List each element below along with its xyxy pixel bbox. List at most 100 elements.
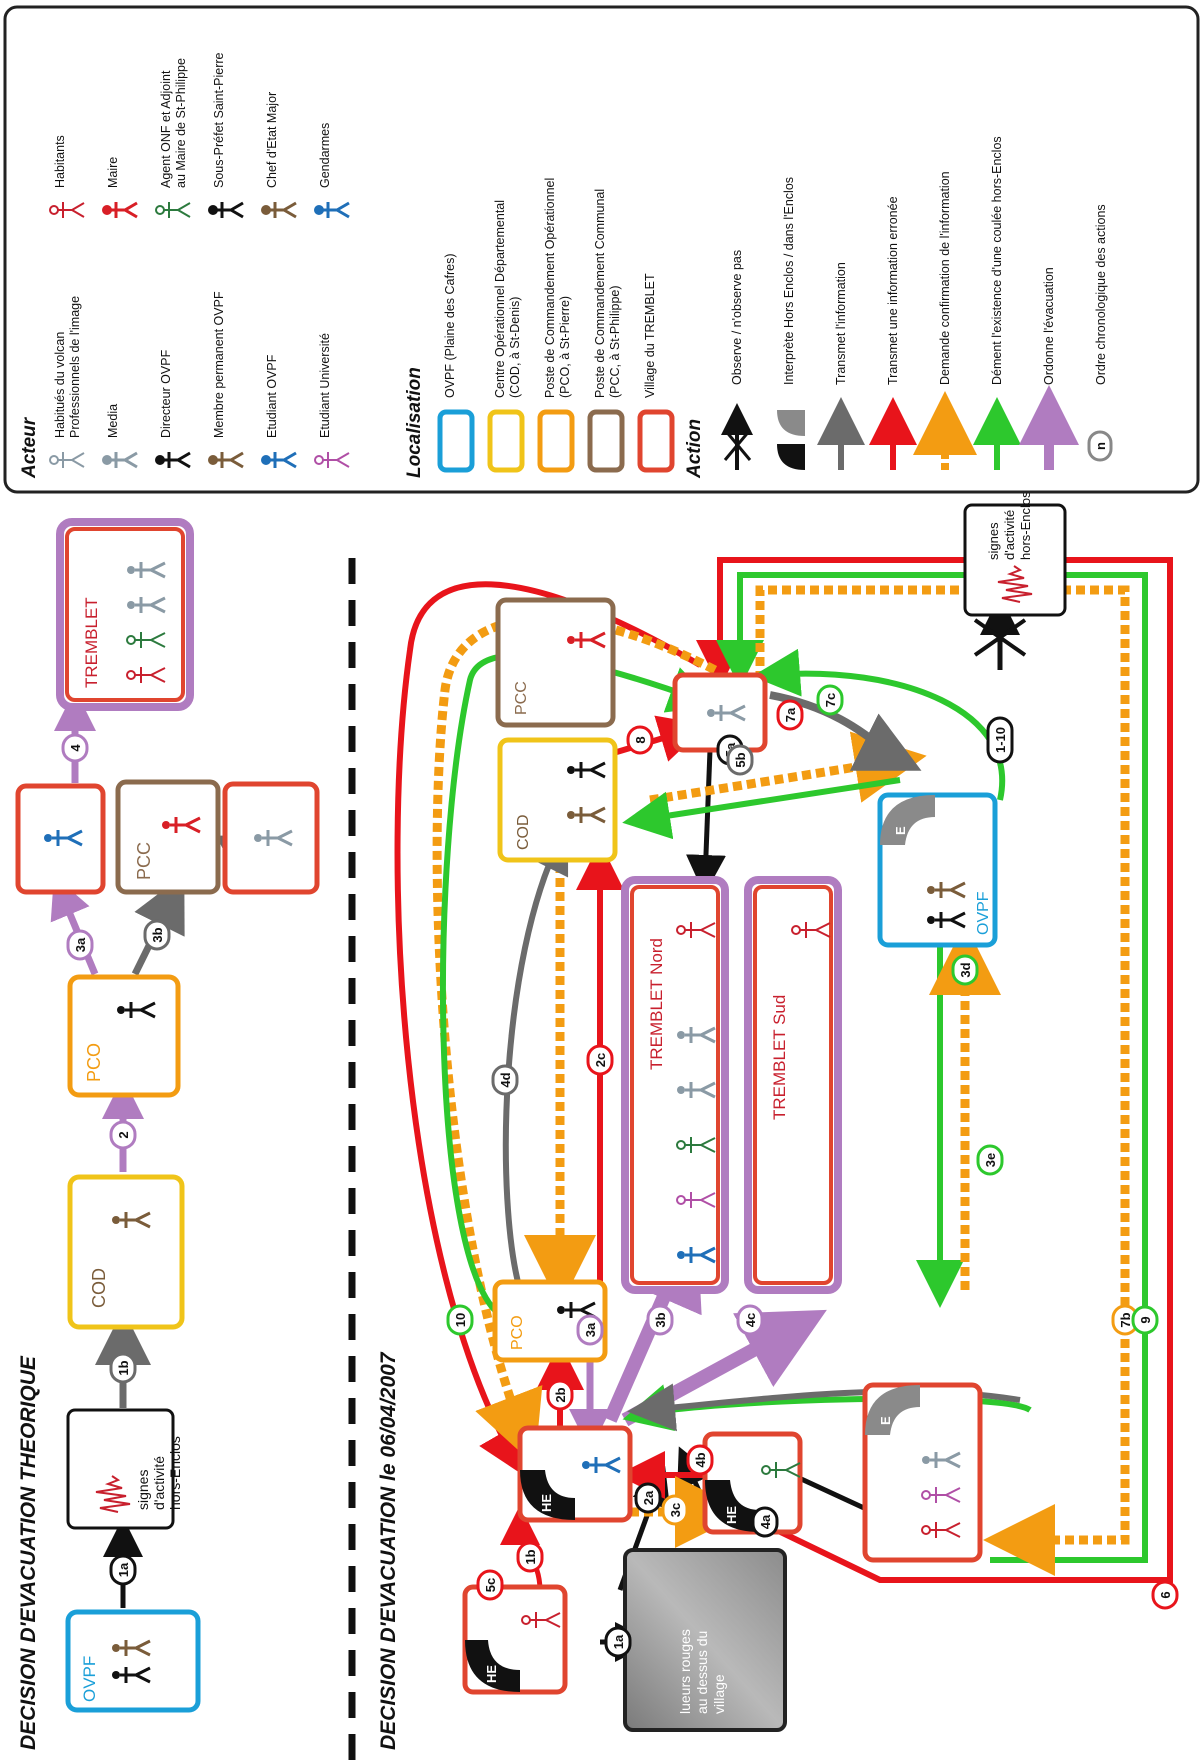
step-badge-label: 9	[1138, 1316, 1153, 1323]
figure-media-icon	[254, 829, 293, 847]
lueurs-box: lueurs rouges au dessus du village	[623, 1548, 787, 1732]
cod-box-theorique: COD	[67, 1174, 185, 1330]
legend-acteur-label: Maire	[106, 157, 120, 188]
pcc-label: PCC	[513, 681, 530, 715]
step-badge-label: 4b	[693, 1452, 708, 1467]
step-badge-label: 4d	[498, 1072, 513, 1087]
legend-location-swatch	[487, 409, 525, 473]
legend-action-label: Transmet une information erronée	[886, 196, 900, 385]
step-badge: 4c	[736, 1304, 764, 1336]
ovpf-box-reel: E OVPF	[877, 792, 998, 948]
legend-action-label: Ordonne l'évacuation	[1042, 267, 1056, 385]
step-badge-label: 3b	[150, 927, 165, 942]
figure-maire-icon	[162, 816, 201, 834]
actor-figure-icon	[102, 201, 138, 219]
figure-prefet-icon	[117, 1001, 156, 1019]
cod-label: COD	[89, 1268, 109, 1308]
legend-localisation-heading: Localisation	[404, 367, 425, 478]
step-badge: 4	[61, 733, 89, 763]
legend-acteur-heading: Acteur	[19, 416, 40, 479]
figure-student-icon	[676, 1192, 716, 1208]
figure-prefet-icon	[557, 1301, 596, 1319]
step-badge-label: 1-10	[993, 727, 1008, 753]
actor-figure-icon	[261, 451, 297, 469]
legend-location-label-2: (PCO, à St-Pierre)	[558, 296, 572, 398]
step-badge: 3a	[576, 1314, 604, 1346]
crossed-eye-icon	[723, 429, 752, 461]
step-badge: 9	[1131, 1305, 1159, 1335]
seismograph-icon	[997, 565, 1033, 603]
legend-panel: Acteur Localisation Action	[3, 5, 1200, 494]
signes-line-2: d'activité	[1002, 510, 1017, 560]
signes-line-1: signes	[986, 522, 1001, 560]
legend-acteur-label: Etudiant OVPF	[265, 354, 279, 438]
gendarmes-he-box: HE	[517, 1425, 633, 1523]
legend-acteur-label: Directeur OVPF	[159, 349, 173, 438]
legend-acteur-label: Gendarmes	[318, 123, 332, 188]
he-label: HE	[484, 1665, 499, 1683]
step-badge-label: 2a	[641, 1490, 656, 1505]
figure-media-icon	[707, 704, 746, 722]
legend-acteur-label-2: Professionnels de l'image	[68, 296, 82, 438]
step-badge-label: 3a	[73, 937, 88, 952]
step-badge-label: 1a	[116, 1562, 131, 1577]
step-badge: 3b	[646, 1304, 674, 1336]
media-box-theorique	[222, 781, 320, 895]
ovpf-label: OVPF	[80, 1656, 99, 1702]
legend-action-heading: Action	[684, 419, 705, 479]
habitants-e-box: E	[862, 1382, 983, 1563]
step-badge: 8	[626, 725, 654, 755]
figure-habitant-icon	[921, 1522, 961, 1538]
title-reel: DECISION D'EVACUATION le 06/04/2007	[377, 1351, 400, 1750]
onf-he-box: HE	[702, 1431, 803, 1535]
habitant-he-box: HE	[462, 1584, 568, 1695]
ovpf-label: OVPF	[975, 891, 992, 935]
legend-action-symbol	[777, 410, 805, 470]
figure-habitant-icon	[676, 922, 716, 938]
actor-figure-icon	[208, 451, 244, 469]
legend-acteur-label: Chef d'Etat Major	[265, 92, 279, 188]
crossed-eye-icon	[973, 618, 1027, 657]
step-badge: 7c	[816, 684, 844, 716]
actor-figure-icon	[155, 202, 191, 218]
step-badge: 1a	[604, 1626, 632, 1658]
legend-location-label: Centre Opérationnel Départemental	[493, 200, 507, 398]
figure-onf-icon	[676, 1137, 716, 1153]
figure-habitant-icon	[521, 1612, 561, 1628]
legend-acteur-label: Agent ONF et Adjoint	[159, 70, 173, 188]
step-badge-label: 7a	[783, 707, 798, 722]
tremblet-sud-box: TREMBLET Sud	[744, 876, 842, 1294]
legend-action-label: Ordre chronologique des actions	[1094, 204, 1108, 385]
step-badge-label: 8	[633, 736, 648, 743]
title-theorique: DECISION D'EVACUATION THEORIQUE	[17, 1355, 40, 1750]
he-label: HE	[724, 1506, 739, 1524]
step-badge-label: 3b	[653, 1312, 668, 1327]
legend-location-label: Poste de Commandement Communal	[593, 189, 607, 398]
legend-acteur-label-2: au Maire de St-Philippe	[174, 58, 188, 188]
pcc-box-theorique: PCC	[115, 779, 221, 895]
pcc-label: PCC	[134, 842, 154, 880]
step-badge-label: 1a	[611, 1634, 626, 1649]
step-badge-label: 7b	[1118, 1312, 1133, 1327]
step-badge: 2c	[586, 1044, 614, 1076]
legend-acteur-label: Habitants	[53, 135, 67, 188]
figure-chief-icon	[567, 806, 606, 824]
legend-acteur-label: Media	[106, 404, 120, 438]
legend-acteur-label: Sous-Préfet Saint-Pierre	[212, 52, 226, 188]
figure-director-icon	[112, 1666, 151, 1684]
legend-action-symbol: n	[1087, 430, 1113, 462]
actor-figure-icon	[208, 201, 244, 219]
tremblet-box-theorique: TREMBLET	[56, 518, 194, 711]
actor-figure-icon	[261, 201, 297, 219]
step-badge-label: 3a	[583, 1322, 598, 1337]
step-badge-label: 3e	[983, 1153, 998, 1167]
figure-maire-icon	[567, 631, 606, 649]
step-badge: 6	[1151, 1580, 1179, 1610]
step-badge: 5b	[726, 744, 754, 776]
step-badge: 4a	[751, 1506, 779, 1538]
figure-gendarme-icon	[44, 829, 83, 847]
actor-figure-icon	[314, 452, 350, 468]
signes-box-reel: signes d'activité hors-Enclos	[963, 491, 1067, 617]
